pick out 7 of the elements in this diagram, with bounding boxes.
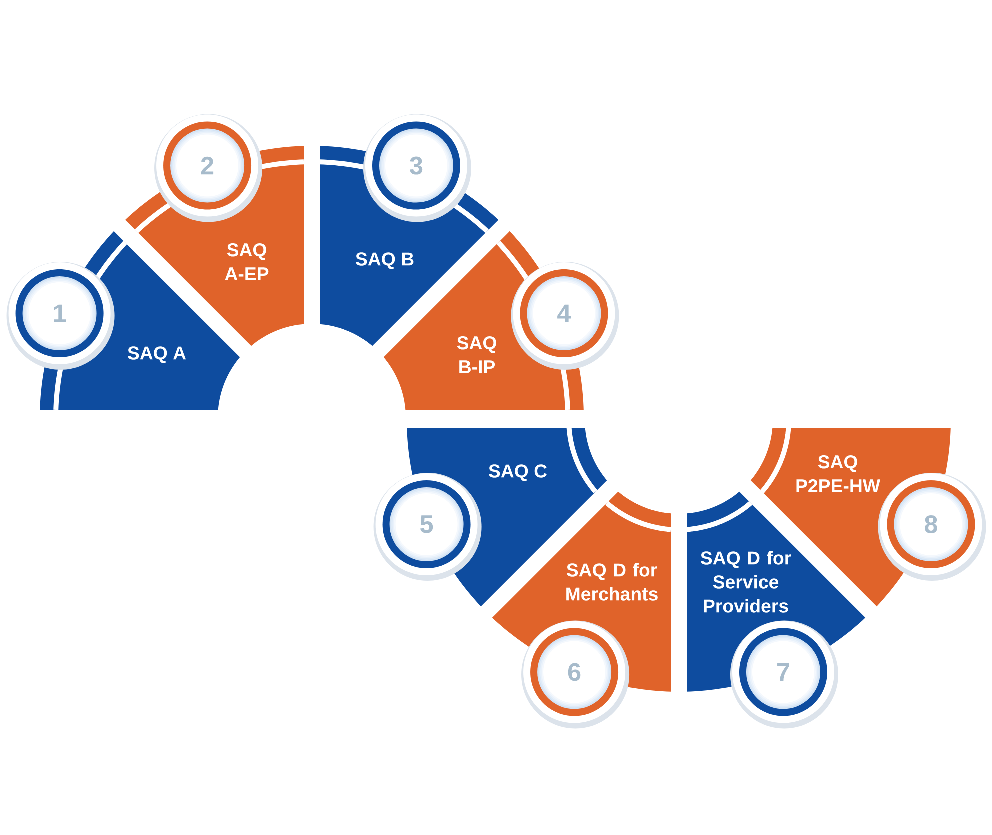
number-badge: 2 bbox=[154, 114, 263, 222]
number-badge: 1 bbox=[6, 262, 115, 370]
number-badge: 6 bbox=[522, 620, 630, 729]
number-badge: 5 bbox=[374, 472, 482, 581]
number-badge: 7 bbox=[730, 620, 838, 729]
number-badge: 4 bbox=[511, 262, 620, 370]
number-badge: 3 bbox=[363, 114, 472, 222]
